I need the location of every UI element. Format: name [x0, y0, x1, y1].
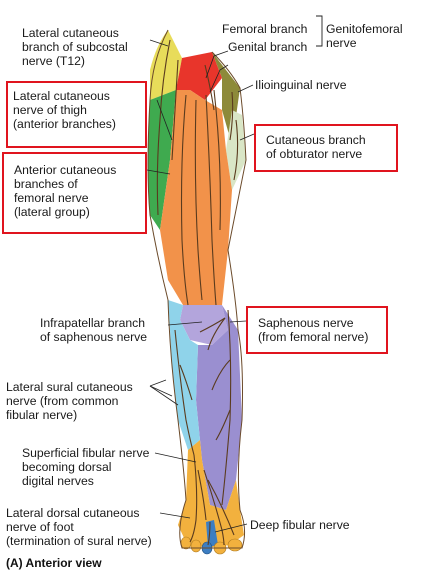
leg-outline — [147, 29, 247, 549]
label-deep-fibular-nerve: Deep fibular nerve — [250, 518, 350, 532]
label-genital-branch: Genital branch — [228, 40, 308, 54]
toe — [227, 538, 243, 552]
label-saphenous-nerve: Saphenous nerve(from femoral nerve) — [258, 316, 369, 344]
highlight-box-lateral-cutaneous-thigh — [6, 81, 147, 148]
highlight-box-obturator — [254, 124, 398, 172]
genitofemoral-bracket — [316, 15, 323, 47]
toe — [180, 536, 192, 550]
figure-caption: (A) Anterior view — [6, 556, 102, 570]
highlight-box-saphenous — [246, 306, 388, 354]
nerve-branches — [156, 39, 239, 546]
infrapatellar-region — [180, 305, 228, 345]
superficial-fibular-region — [178, 440, 244, 548]
label-ilioinguinal-nerve: Ilioinguinal nerve — [255, 78, 347, 92]
lateral-cutaneous-thigh-region — [148, 90, 176, 230]
label-femoral-branch: Femoral branch — [222, 22, 308, 36]
toe — [190, 539, 202, 553]
highlight-box-anterior-femoral — [2, 152, 147, 234]
leader-lines — [146, 39, 255, 533]
